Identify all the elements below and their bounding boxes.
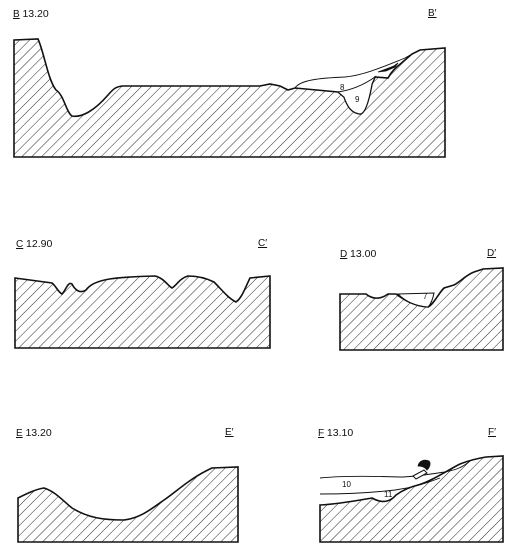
section-d-elevation: 13.00 — [350, 248, 377, 260]
section-b-layer-9 — [336, 75, 377, 115]
section-f — [319, 455, 504, 543]
section-f-elevation: 13.10 — [326, 427, 354, 439]
section-d-ground — [339, 267, 504, 351]
section-c-start-label: C 12.90 — [16, 238, 53, 250]
section-d — [339, 267, 504, 351]
section-f-plant — [417, 459, 431, 471]
section-c-ground — [14, 275, 271, 349]
section-c — [14, 275, 271, 349]
section-b-end-label: B′ — [428, 8, 437, 19]
section-d-end-label: D′ — [487, 248, 497, 259]
section-b-upper-deposit — [294, 49, 421, 89]
section-b — [13, 38, 446, 158]
section-d-layer-7-number: 7 — [423, 292, 428, 301]
section-f-end-label: F′ — [488, 427, 496, 438]
section-b-ground — [13, 38, 446, 158]
section-e-ground — [17, 466, 239, 543]
section-c-elevation: 12.90 — [26, 238, 53, 250]
section-f-start-label: F 13.10 — [318, 427, 354, 439]
section-b-layer-9-number: 9 — [355, 95, 360, 104]
section-b-elevation: 13.20 — [22, 8, 49, 20]
section-e — [17, 466, 239, 543]
section-e-start-label: E 13.20 — [16, 427, 52, 439]
section-c-end-label: C′ — [258, 238, 268, 249]
section-e-elevation: 13.20 — [25, 427, 52, 439]
section-f-log — [412, 469, 428, 480]
section-d-start-label: D 13.00 — [340, 248, 377, 260]
section-f-layer-11-boundary — [319, 477, 441, 495]
section-b-layer-8-number: 8 — [340, 83, 345, 92]
section-e-end-label: E′ — [225, 427, 234, 438]
section-b-debris — [377, 62, 399, 73]
section-f-layer-11-number: 11 — [384, 490, 393, 499]
section-b-start-label: B 13.20 — [13, 8, 49, 20]
section-d-layer-7 — [396, 292, 435, 308]
section-f-layer-10-number: 10 — [342, 480, 351, 489]
section-f-ground — [319, 455, 504, 543]
